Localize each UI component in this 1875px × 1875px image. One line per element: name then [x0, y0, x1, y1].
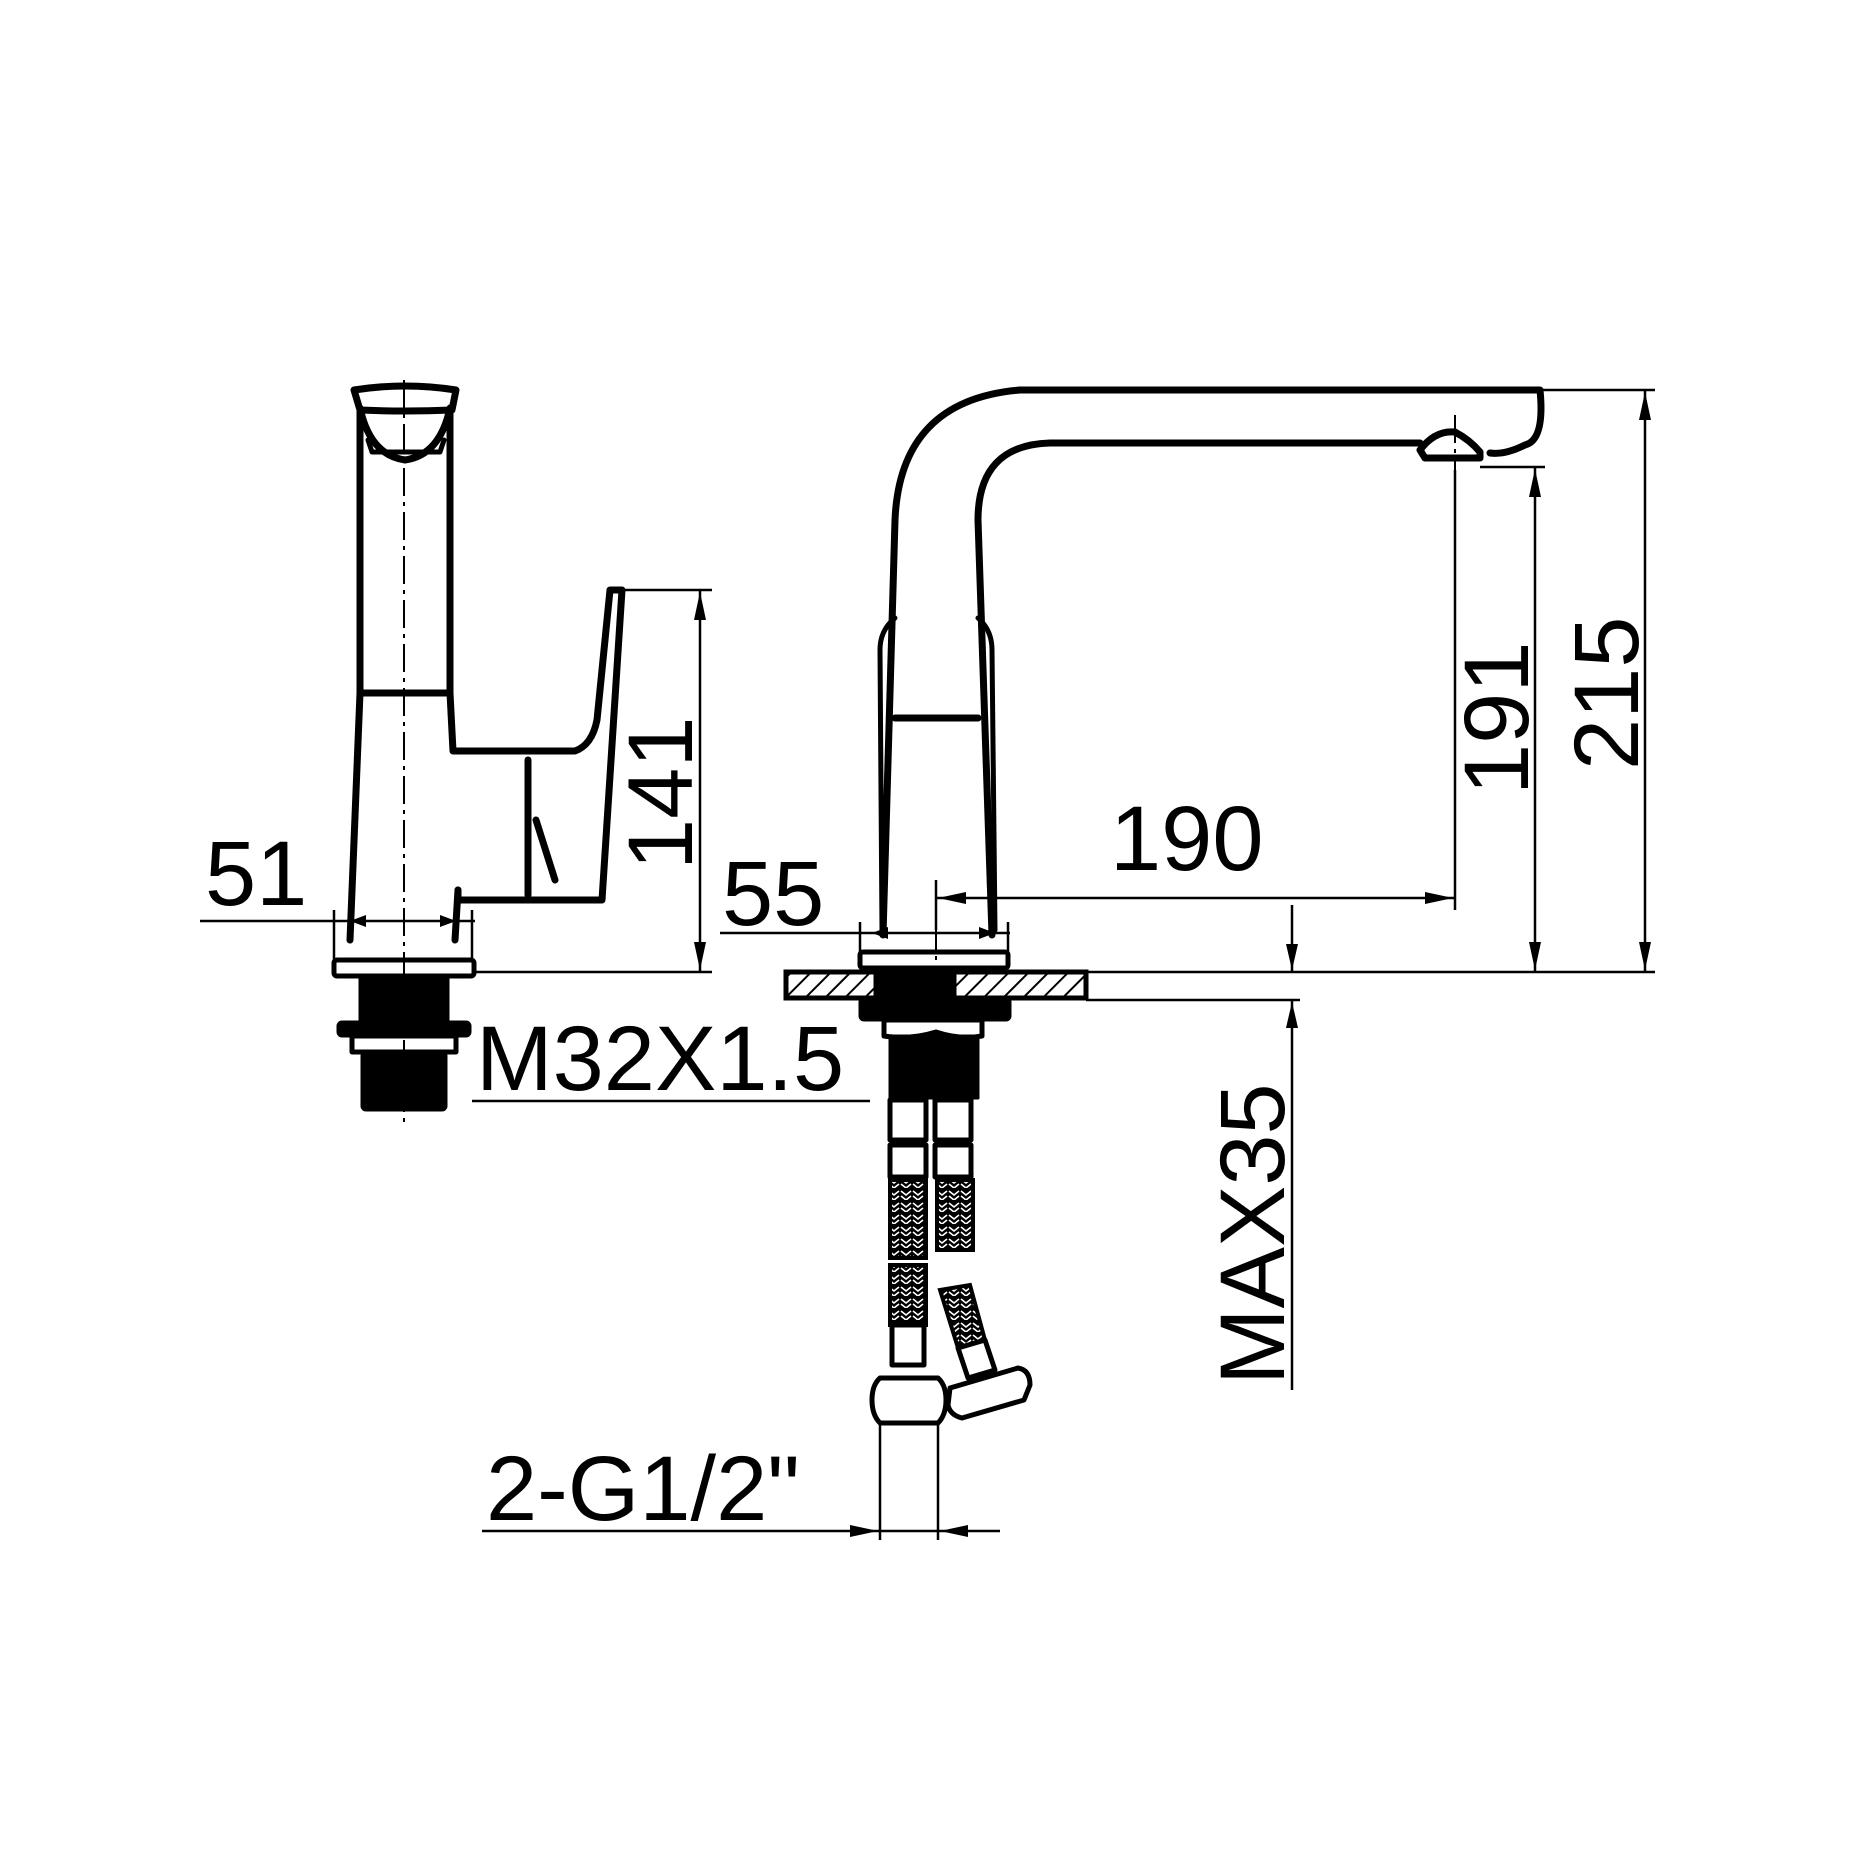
front-base-plate	[857, 949, 1011, 971]
dim-handle-height: 141	[610, 717, 712, 871]
hose-nut-angled	[945, 1365, 1033, 1421]
dim-total-height: 215	[1556, 617, 1658, 771]
countertop-right	[951, 969, 1089, 1001]
supply-hoses	[869, 1097, 1033, 1426]
dim-spout-reach: 190	[1110, 788, 1264, 890]
dim-mounting-thread: M32X1.5	[476, 1008, 844, 1110]
aerator	[1416, 428, 1484, 462]
dim-base-width-front: 55	[722, 843, 824, 945]
front-view	[783, 386, 1545, 1426]
side-body	[346, 586, 626, 944]
side-view	[331, 380, 626, 1125]
dim-max-deck-thickness: MAX35	[1202, 1083, 1304, 1385]
hose-nut-straight	[869, 1375, 949, 1426]
dim-spout-outlet-height: 191	[1446, 642, 1548, 796]
front-view-dimensions: 55 190 MAX35 191 215 2-G1/2"	[482, 388, 1658, 1540]
side-view-dimensions: 51 141 M32X1.5	[200, 588, 870, 1110]
countertop-left	[783, 969, 879, 1001]
front-mounting-shank	[874, 970, 956, 1000]
dim-supply-hoses: 2-G1/2"	[486, 1438, 800, 1540]
spout-cap	[350, 382, 460, 415]
dim-base-width-side: 51	[205, 823, 307, 925]
